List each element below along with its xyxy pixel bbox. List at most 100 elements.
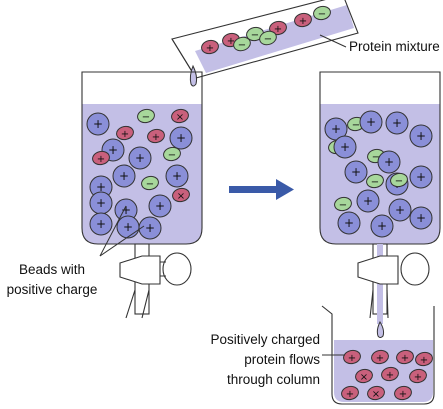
right-bead-sign-3: + xyxy=(392,116,402,130)
right-negative-protein-sign-15: − xyxy=(371,177,379,188)
left-positive-protein-sign-3: + xyxy=(152,132,160,143)
right-bead-sign-9: + xyxy=(384,155,394,169)
beads-label: Beads with positive charge xyxy=(0,262,104,298)
beaker-positive-protein-7: × xyxy=(367,385,385,401)
left-column-particles: ++−+×+−++++−+++×+++++ xyxy=(86,108,193,240)
process-arrow xyxy=(229,179,294,200)
beaker-positive-protein-shape-8 xyxy=(394,385,412,401)
right-bead-shape-14 xyxy=(356,189,380,213)
left-negative-protein-11: − xyxy=(141,175,159,191)
right-column-outline xyxy=(319,71,441,245)
right-bead-sign-14: + xyxy=(363,194,373,208)
right-bead-8: + xyxy=(344,160,368,184)
tube-negative-protein-shape-6 xyxy=(233,36,251,52)
tube-negative-protein-7: − xyxy=(259,30,277,46)
flow-label: Positively charged protein flows through… xyxy=(182,332,320,388)
beaker-positive-protein-sign-6: + xyxy=(346,389,354,400)
beaker-positive-protein-sign-9: + xyxy=(420,355,428,366)
left-bead-20: + xyxy=(116,215,140,239)
tube-negative-protein-shape-7 xyxy=(259,30,277,46)
right-bead-sign-12: + xyxy=(416,170,426,184)
right-bead-sign-5: + xyxy=(340,140,350,154)
right-bead-7: + xyxy=(409,124,433,148)
tube-positive-protein-sign-1: + xyxy=(227,36,235,47)
right-bead-3: + xyxy=(385,111,409,135)
right-bead-14: + xyxy=(356,189,380,213)
beaker-positive-protein-0: + xyxy=(343,349,361,365)
beaker-positive-protein-shape-2 xyxy=(396,349,414,365)
tube-positive-protein-shape-0 xyxy=(201,39,219,55)
beaker-positive-protein-sign-5: + xyxy=(414,372,422,383)
beaker-positive-protein-9: + xyxy=(415,351,433,367)
left-bead-shape-5 xyxy=(169,126,193,150)
tube-negative-protein-6: − xyxy=(233,36,251,52)
tube-negative-protein-sign-6: − xyxy=(238,40,246,51)
left-negative-protein-shape-11 xyxy=(141,175,159,191)
right-stopcock-knob[interactable] xyxy=(400,252,430,286)
right-bead-2: + xyxy=(359,110,383,134)
left-bead-sign-7: + xyxy=(108,143,118,157)
right-bead-shape-9 xyxy=(377,150,401,174)
left-bead-sign-5: + xyxy=(176,131,186,145)
right-bead-16: + xyxy=(388,198,412,222)
beaker-positive-protein-shape-1 xyxy=(371,349,389,365)
beaker-positive-protein-shape-7 xyxy=(367,385,385,401)
right-bead-5: + xyxy=(333,135,357,159)
beaker-positive-protein-sign-8: + xyxy=(399,389,407,400)
beads-pointer-2 xyxy=(99,225,145,257)
right-bead-shape-5 xyxy=(333,135,357,159)
left-bead-0: + xyxy=(86,112,110,136)
right-negative-protein-sign-13: − xyxy=(339,200,347,211)
left-bead-10: + xyxy=(112,164,136,188)
right-negative-protein-sign-1: − xyxy=(352,120,360,131)
left-negative-protein-sign-11: − xyxy=(146,179,154,190)
tube-positive-protein-shape-3 xyxy=(269,20,287,36)
flow-label-line1: Positively charged xyxy=(210,332,320,347)
arrow-head xyxy=(276,179,294,200)
right-negative-protein-shape-11 xyxy=(390,172,408,188)
right-stopcock[interactable] xyxy=(357,255,399,285)
tube-negative-protein-sign-2: − xyxy=(251,30,259,41)
right-negative-protein-sign-6: − xyxy=(372,152,380,163)
left-bead-16: + xyxy=(89,191,113,215)
left-column: ++−+×+−++++−+++×+++++ xyxy=(81,71,203,319)
left-positive-protein-1: + xyxy=(116,125,134,141)
beaker-positive-protein-2: + xyxy=(396,349,414,365)
left-positive-protein-shape-1 xyxy=(116,125,134,141)
beaker-positive-protein-shape-6 xyxy=(341,385,359,401)
left-stopcock[interactable] xyxy=(119,255,161,285)
left-bead-shape-13 xyxy=(165,164,189,188)
beaker-positive-protein-shape-9 xyxy=(415,351,433,367)
right-bead-shape-2 xyxy=(359,110,383,134)
beaker-positive-protein-sign-7: × xyxy=(372,389,380,400)
arrow-shaft xyxy=(229,186,277,193)
protein-mixture-label: Protein mixture xyxy=(349,39,440,54)
left-positive-protein-15: × xyxy=(172,187,190,203)
right-bead-19: + xyxy=(370,214,394,238)
pour-drip xyxy=(189,64,198,87)
tube-positive-protein-0: + xyxy=(201,39,219,55)
left-column-outline xyxy=(81,71,203,245)
pouring-tube: ++−++−−− xyxy=(171,0,359,87)
flow-label-line3: through column xyxy=(226,372,320,387)
beads-label-line2: positive charge xyxy=(6,282,98,297)
tube-positive-protein-4: + xyxy=(294,12,312,28)
beaker-positive-protein-sign-3: × xyxy=(360,372,368,383)
right-bead-sign-7: + xyxy=(416,129,426,143)
left-bead-shape-18 xyxy=(89,212,113,236)
left-bead-shape-9 xyxy=(128,146,152,170)
beaker-positive-protein-sign-1: + xyxy=(376,353,384,364)
left-positive-protein-sign-1: + xyxy=(121,129,129,140)
left-negative-protein-shape-6 xyxy=(163,146,181,162)
left-bead-5: + xyxy=(169,126,193,150)
left-bead-sign-14: + xyxy=(155,199,165,213)
right-bead-sign-2: + xyxy=(366,115,376,129)
left-bead-sign-20: + xyxy=(123,220,133,234)
right-negative-protein-sign-11: − xyxy=(395,176,403,187)
right-bead-shape-8 xyxy=(344,160,368,184)
left-bead-sign-16: + xyxy=(96,196,106,210)
flow-label-line2: protein flows xyxy=(244,352,320,367)
left-stopcock-knob[interactable] xyxy=(162,252,192,286)
beaker-positive-protein-shape-5 xyxy=(409,368,427,384)
collection-beaker: +++×+++×++ xyxy=(321,305,435,405)
